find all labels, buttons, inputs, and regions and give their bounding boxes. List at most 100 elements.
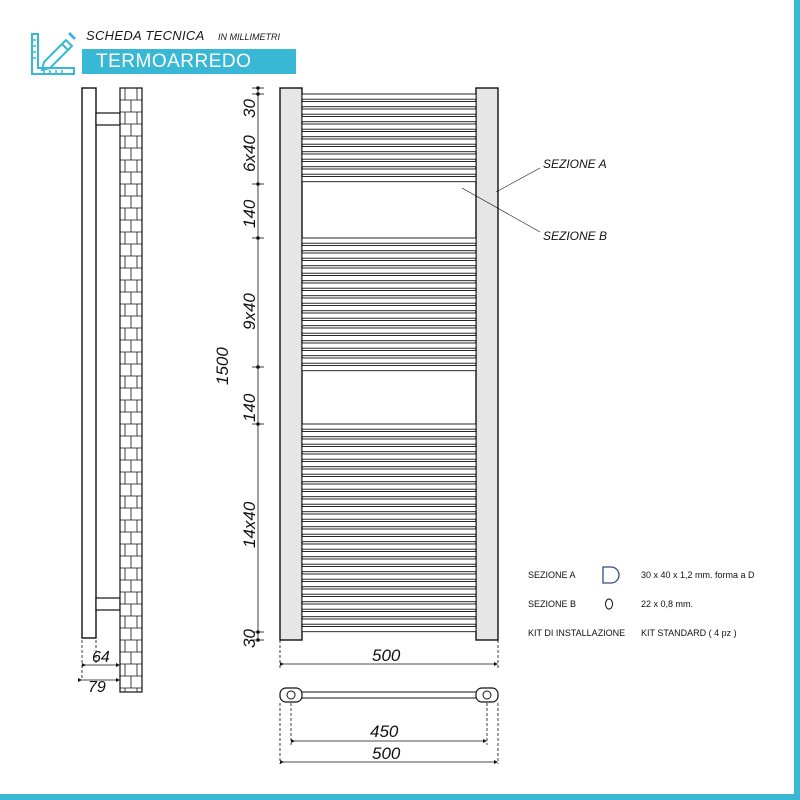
heating-bar: [301, 305, 477, 312]
heating-bar: [301, 131, 477, 138]
dimension-dot: [256, 630, 260, 634]
heating-bar: [301, 596, 477, 603]
heating-bar: [301, 581, 477, 588]
heating-bar: [301, 290, 477, 297]
dimension-dot: [256, 365, 260, 369]
spec-value-section-a: 30 x 40 x 1,2 mm. forma a D: [641, 570, 755, 580]
heating-bar: [301, 483, 477, 490]
heating-bar: [301, 573, 477, 580]
dim-bottom: 30: [240, 629, 259, 648]
heating-bar: [301, 245, 477, 252]
heating-bar: [301, 260, 477, 267]
side-view: 64 79: [78, 87, 143, 696]
label-section-b: SEZIONE B: [543, 229, 607, 243]
heating-bar: [301, 506, 477, 513]
oval-icon: [605, 598, 613, 610]
heating-bar: [301, 446, 477, 453]
front-view: 30 6x40 140 9x40 140 14x40 30 1500 500 S…: [213, 86, 607, 668]
dim-top-width: 500: [372, 744, 401, 763]
heating-bar: [301, 611, 477, 618]
dim-gap-2: 140: [240, 393, 259, 422]
heating-bar: [301, 491, 477, 498]
spec-value-section-b: 22 x 0,8 mm.: [641, 599, 694, 609]
top-bar: [289, 691, 487, 699]
heating-bar: [301, 566, 477, 573]
spec-label-section-b: SEZIONE B: [528, 599, 577, 609]
heating-bar: [301, 365, 477, 372]
heating-bar: [301, 626, 477, 633]
heating-bar: [301, 431, 477, 438]
spec-value-kit: KIT STANDARD ( 4 pz ): [641, 628, 737, 638]
dim-depth-inner: 64: [92, 649, 110, 666]
side-profile-bar: [81, 87, 97, 639]
heating-bar: [301, 93, 477, 100]
heating-bar: [301, 161, 477, 168]
dim-group-3: 14x40: [240, 501, 259, 548]
heating-bar: [301, 350, 477, 357]
top-view: 450 500: [279, 687, 499, 764]
dim-total-height: 1500: [213, 347, 232, 385]
dimension-dot: [256, 182, 260, 186]
right-collector: [475, 87, 499, 641]
heating-bar: [301, 282, 477, 289]
brick-wall: [119, 87, 143, 693]
heating-bar: [301, 237, 477, 244]
heating-bar: [301, 468, 477, 475]
heating-bar: [301, 543, 477, 550]
heating-bar: [301, 267, 477, 274]
heating-bar: [301, 498, 477, 505]
heating-bar: [301, 252, 477, 259]
spec-label-kit: KIT DI INSTALLAZIONE: [528, 628, 626, 638]
heating-bar: [301, 536, 477, 543]
heating-bar: [301, 297, 477, 304]
dimension-dot: [256, 422, 260, 426]
heating-bar: [301, 461, 477, 468]
dimension-dot: [256, 92, 260, 96]
heating-bar: [301, 320, 477, 327]
heating-bar: [301, 168, 477, 175]
heating-bar: [301, 176, 477, 183]
heating-bar: [301, 438, 477, 445]
heating-bar: [301, 123, 477, 130]
heating-bar: [301, 153, 477, 160]
heating-bar: [301, 588, 477, 595]
heating-bar: [301, 618, 477, 625]
heating-bar: [301, 138, 477, 145]
spec-label-section-a: SEZIONE A: [528, 570, 576, 580]
dimension-dot: [256, 86, 260, 90]
label-section-a: SEZIONE A: [543, 157, 607, 171]
heating-bar: [301, 551, 477, 558]
dim-depth-outer: 79: [88, 679, 106, 696]
document-title: SCHEDA TECNICA: [86, 28, 205, 43]
heating-bar: [301, 453, 477, 460]
heating-bar: [301, 423, 477, 430]
heating-bar: [301, 116, 477, 123]
dim-group-1: 6x40: [240, 135, 259, 172]
heating-bar: [301, 101, 477, 108]
heating-bar: [301, 335, 477, 342]
heating-bar: [301, 327, 477, 334]
product-category-banner: TERMOARREDO: [82, 49, 296, 74]
heating-bar: [301, 528, 477, 535]
dim-centers: 450: [370, 722, 399, 741]
heating-bar: [301, 558, 477, 565]
heating-bar: [301, 275, 477, 282]
heating-bar: [301, 108, 477, 115]
heating-bar: [301, 513, 477, 520]
heating-bars: [301, 93, 477, 633]
heating-bar: [301, 476, 477, 483]
side-bracket-top: [95, 112, 121, 126]
dim-gap-1: 140: [240, 199, 259, 228]
heating-bar: [301, 342, 477, 349]
side-bracket-bottom: [95, 597, 121, 611]
heating-bar: [301, 357, 477, 364]
dimension-dot: [256, 638, 260, 642]
dim-front-width: 500: [372, 646, 401, 665]
dim-top: 30: [240, 99, 259, 118]
d-shape-icon: [602, 566, 620, 584]
heating-bar: [301, 521, 477, 528]
heating-bar: [301, 603, 477, 610]
left-collector: [279, 87, 303, 641]
